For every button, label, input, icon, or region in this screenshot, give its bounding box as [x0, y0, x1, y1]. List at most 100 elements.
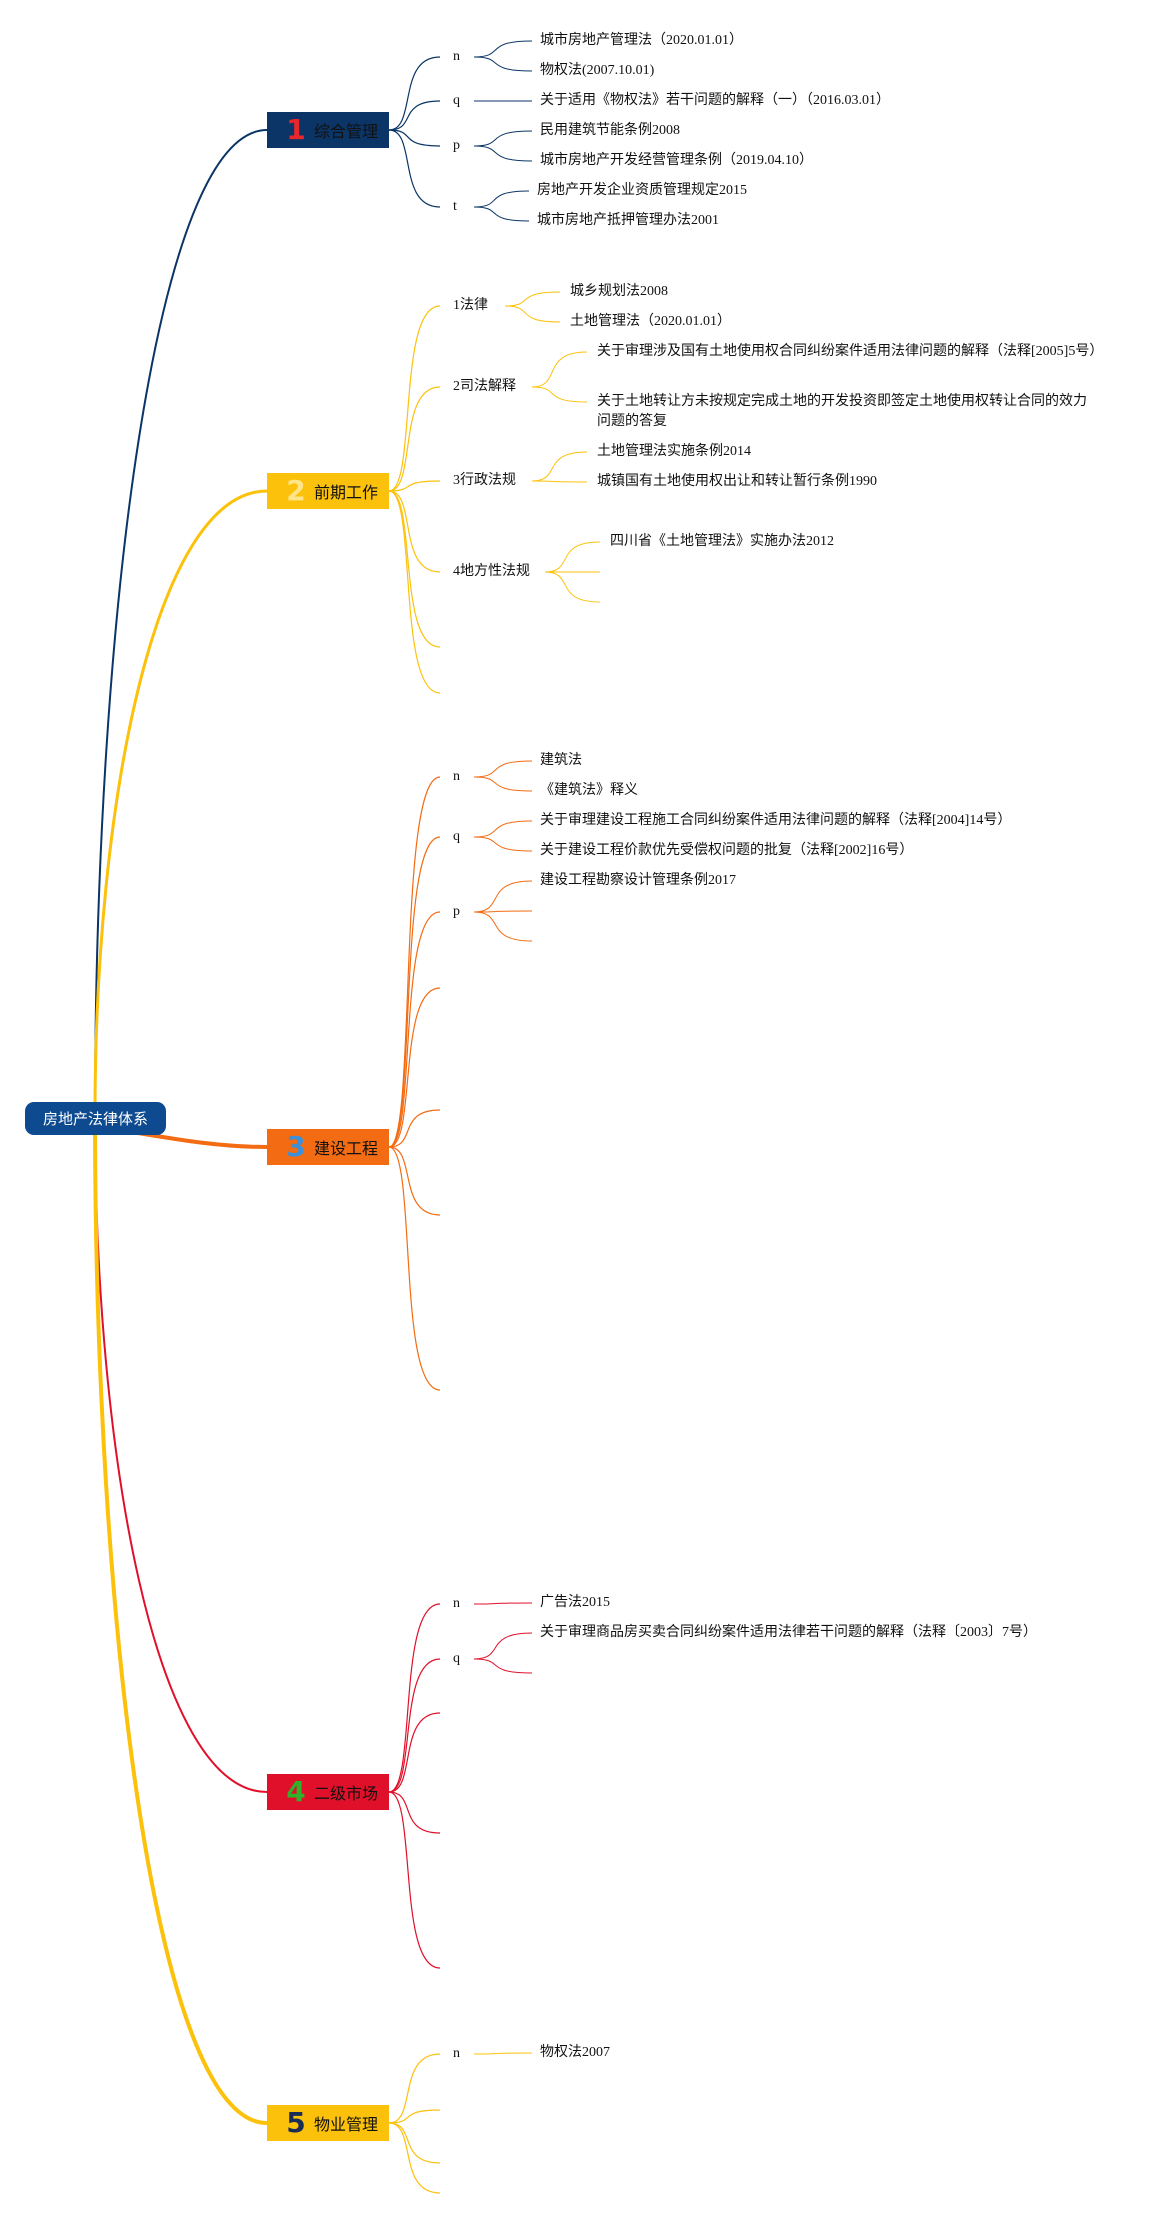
branch-connector-empty	[388, 987, 441, 1148]
leaf-item[interactable]: 广告法2015	[540, 1595, 610, 1610]
leaf-item[interactable]: 关于建设工程价款优先受偿权问题的批复（法释[2002]16号）	[540, 843, 914, 858]
leaf-connector	[473, 1632, 533, 1660]
leaf-item[interactable]: 《建筑法》释义	[540, 783, 638, 798]
branch-connector	[388, 1658, 441, 1793]
group-label[interactable]: q	[453, 93, 460, 108]
group-label[interactable]: q	[453, 829, 460, 844]
branch-label: 二级市场	[314, 1784, 379, 1803]
group-label[interactable]: 2司法解释	[453, 379, 516, 394]
leaf-item[interactable]: 建设工程勘察设计管理条例2017	[540, 873, 736, 888]
branch-connector-empty	[388, 1109, 441, 1148]
group-label[interactable]: n	[453, 1596, 460, 1611]
leaf-connector	[473, 880, 533, 913]
branch-connector-empty	[388, 490, 441, 694]
leaf-connector	[473, 760, 533, 778]
group-label[interactable]: 3行政法规	[453, 473, 516, 488]
group-label[interactable]: t	[453, 199, 457, 214]
leaf-connector	[473, 836, 533, 852]
leaf-item[interactable]: 房地产开发企业资质管理规定2015	[537, 183, 747, 198]
leaf-item[interactable]: 城市房地产开发经营管理条例（2019.04.10）	[540, 153, 813, 168]
branch-connector	[388, 100, 441, 131]
root-label: 房地产法律体系	[42, 1110, 148, 1128]
leaf-item[interactable]: 城镇国有土地使用权出让和转让暂行条例1990	[597, 474, 877, 489]
branch-connector-empty	[388, 2109, 441, 2124]
branch-label: 建设工程	[314, 1139, 379, 1158]
group-label[interactable]: 1法律	[453, 298, 488, 313]
branch-number: 5	[286, 2106, 306, 2139]
branch-number: 2	[286, 474, 306, 507]
leaf-connector	[473, 145, 533, 162]
group-label[interactable]: n	[453, 769, 460, 784]
branch-node-property-management[interactable]: 5 物业管理	[267, 2105, 389, 2141]
leaf-connector	[473, 1658, 533, 1674]
branch-node-construction[interactable]: 3 建设工程	[267, 1129, 389, 1165]
branch-node-general-management[interactable]: 1 综合管理	[267, 112, 389, 148]
leaf-connector	[473, 911, 533, 942]
branch-connector	[388, 386, 441, 492]
branch-connector	[388, 1603, 441, 1793]
leaf-item[interactable]: 关于土地转让方未按规定完成土地的开发投资即签定土地使用权转让合同的效力问题的答复	[597, 394, 1087, 429]
group-label[interactable]: q	[453, 1651, 460, 1666]
leaf-item[interactable]: 四川省《土地管理法》实施办法2012	[610, 534, 834, 549]
leaf-connector	[531, 451, 588, 482]
leaf-connector	[544, 571, 601, 603]
leaf-item[interactable]: 关于审理建设工程施工合同纠纷案件适用法律问题的解释（法释[2004]14号）	[540, 813, 1012, 828]
leaf-connector	[473, 910, 533, 913]
leaf-connector	[544, 541, 601, 573]
leaf-item[interactable]: 物权法2007	[540, 2045, 610, 2060]
leaf-item[interactable]: 城市房地产管理法（2020.01.01）	[540, 33, 743, 48]
branch-number: 1	[286, 113, 306, 146]
group-label[interactable]: p	[453, 138, 460, 153]
group-label[interactable]: n	[453, 49, 460, 64]
branch-connector	[388, 911, 441, 1148]
leaf-connector	[504, 305, 561, 323]
leaf-connector	[473, 56, 533, 72]
leaf-item[interactable]: 城市房地产抵押管理办法2001	[537, 213, 719, 228]
root-node[interactable]: 房地产法律体系	[25, 1102, 166, 1135]
branch-connector-empty	[388, 2122, 441, 2164]
branch-label: 物业管理	[314, 2115, 379, 2134]
branch-connector-empty	[388, 490, 441, 648]
leaf-connector	[473, 1602, 533, 1605]
branch-connector	[388, 129, 441, 208]
leaf-connector	[473, 130, 533, 147]
branch-label: 前期工作	[314, 483, 379, 502]
branch-connector	[388, 129, 441, 147]
leaf-item[interactable]: 民用建筑节能条例2008	[540, 123, 680, 138]
branch-number: 3	[286, 1130, 306, 1163]
root-connector	[94, 129, 268, 1116]
leaf-connector	[531, 386, 588, 403]
leaf-item[interactable]: 关于审理涉及国有土地使用权合同纠纷案件适用法律问题的解释（法释[2005]5号）	[597, 344, 1104, 359]
leaf-connector	[531, 480, 588, 483]
group-label[interactable]: n	[453, 2046, 460, 2061]
branch-connector-empty	[388, 1791, 441, 1834]
branch-connector-empty	[388, 1712, 441, 1793]
branch-connector	[388, 2053, 441, 2124]
leaf-connector	[504, 291, 561, 307]
leaf-connector	[473, 820, 533, 838]
branch-node-secondary-market[interactable]: 4 二级市场	[267, 1774, 389, 1810]
branch-connector-empty	[388, 1791, 441, 1969]
leaf-connector	[473, 206, 530, 222]
leaf-item[interactable]: 物权法(2007.10.01)	[540, 63, 655, 78]
branch-connector	[388, 480, 441, 492]
root-connector	[94, 1114, 268, 1793]
leaf-item[interactable]: 关于审理商品房买卖合同纠纷案件适用法律若干问题的解释（法释〔2003〕7号）	[540, 1625, 1037, 1640]
branch-connector-empty	[388, 1146, 441, 1391]
leaf-item[interactable]: 土地管理法（2020.01.01）	[570, 314, 731, 329]
group-label[interactable]: p	[453, 904, 460, 919]
branch-connector	[388, 836, 441, 1148]
leaf-item[interactable]: 建筑法	[540, 753, 582, 768]
branch-connector	[388, 776, 441, 1148]
branch-node-preliminary-work[interactable]: 2 前期工作	[267, 473, 389, 509]
leaf-item[interactable]: 土地管理法实施条例2014	[597, 444, 751, 459]
group-label[interactable]: 4地方性法规	[453, 564, 530, 579]
branch-number: 4	[286, 1775, 306, 1808]
leaf-item[interactable]: 关于适用《物权法》若干问题的解释（一）（2016.03.01）	[540, 93, 890, 108]
branch-connector	[388, 490, 441, 573]
leaf-item[interactable]: 城乡规划法2008	[570, 284, 668, 299]
root-connector	[93, 489, 268, 1116]
branch-connector-empty	[388, 1146, 441, 1216]
leaf-connector	[473, 40, 533, 58]
